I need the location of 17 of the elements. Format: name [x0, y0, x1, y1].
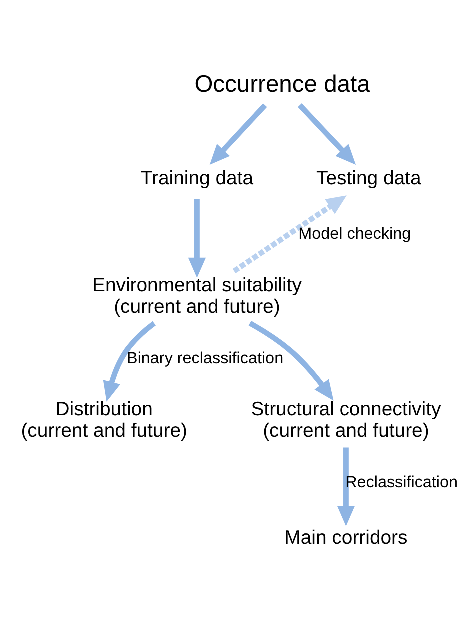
arrow: [337, 448, 356, 526]
node-text: Training data: [140, 167, 254, 190]
arrow: [232, 196, 347, 274]
edge-label: Model checking: [298, 225, 412, 244]
arrow: [210, 104, 268, 165]
arrow: [248, 321, 334, 401]
node-text: Distribution (current and future): [21, 398, 188, 442]
node-text: Testing data: [316, 167, 422, 190]
node-text: Structural connectivity (current and future): [251, 398, 442, 442]
edge-label: Binary reclassification: [127, 349, 284, 368]
node-text: Occurrence data: [194, 70, 370, 98]
edge-label: Reclassification: [346, 473, 458, 492]
arrow: [188, 199, 206, 278]
arrow: [103, 321, 156, 402]
arrow: [298, 104, 356, 165]
node-text: Environmental suitability (current and future): [92, 274, 302, 318]
node-text: Main corridors: [284, 526, 408, 549]
